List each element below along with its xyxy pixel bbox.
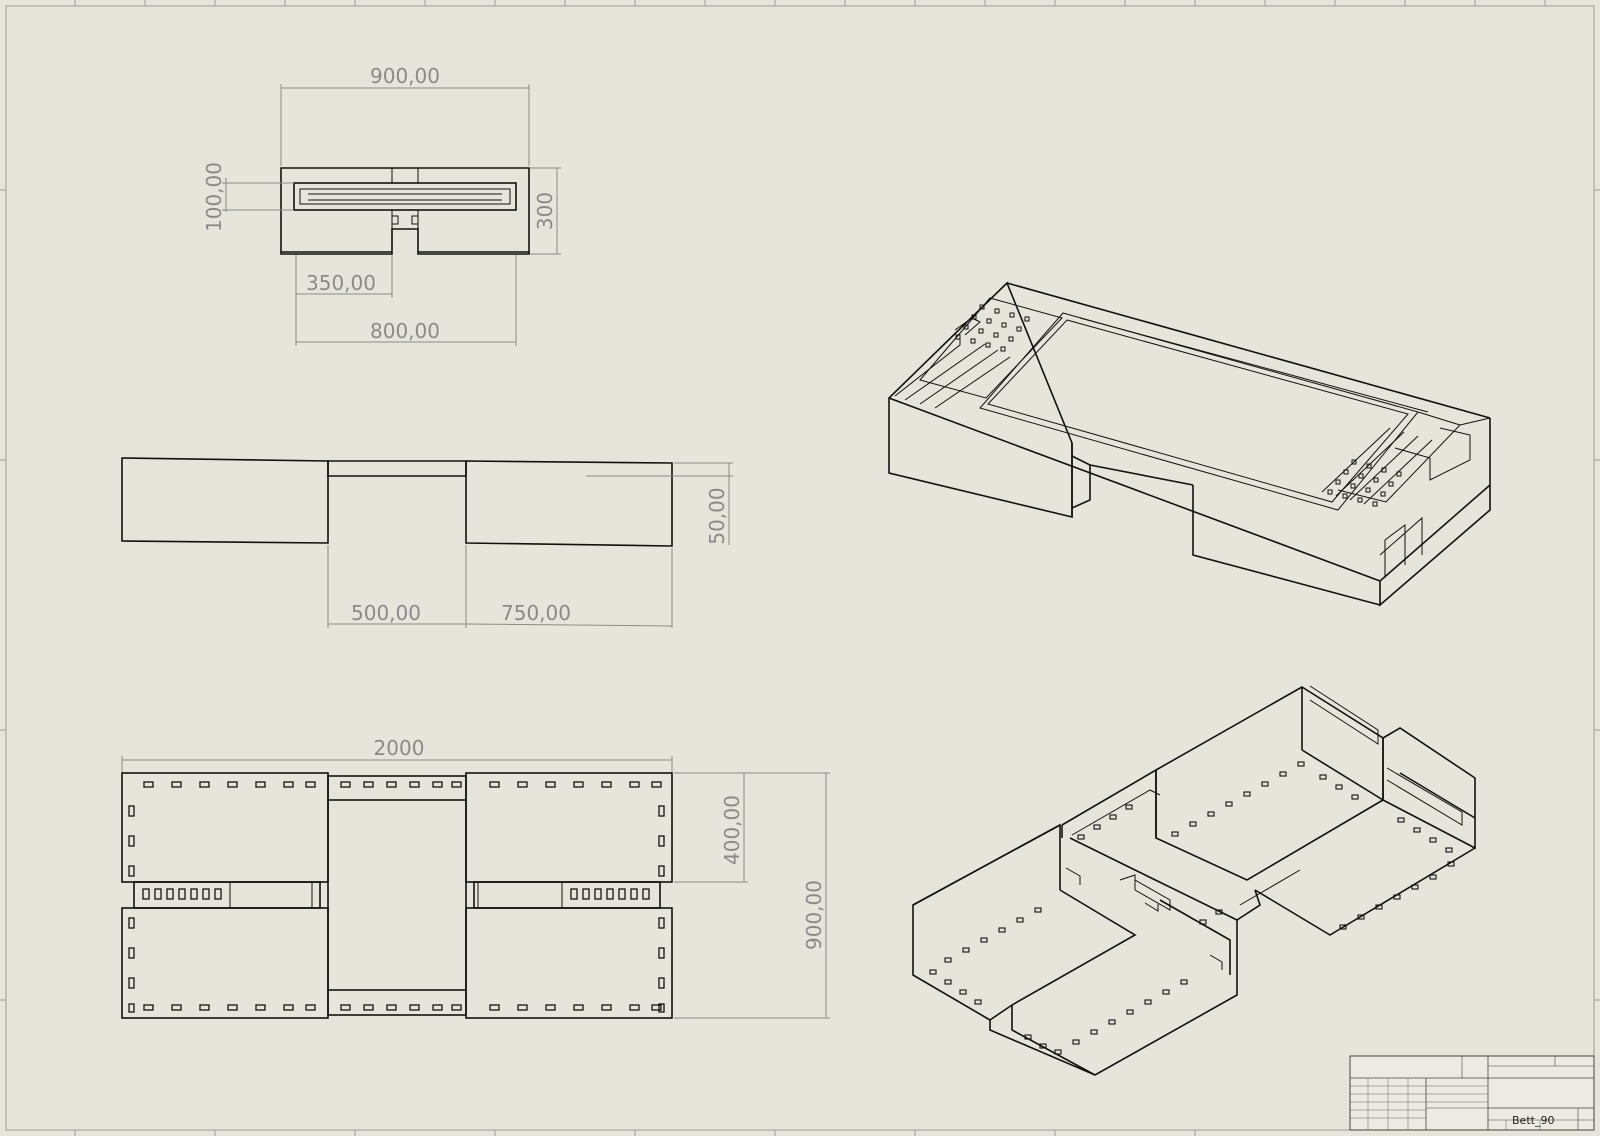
bottom-view bbox=[121, 772, 673, 1019]
title-block-drawing-name: Bett_90 bbox=[1512, 1114, 1554, 1127]
top-view bbox=[280, 167, 530, 255]
dim-front-height: 50,00 bbox=[705, 487, 729, 544]
dim-bottom-total-width: 900,00 bbox=[802, 880, 826, 950]
bottom-view-holes bbox=[128, 781, 665, 1013]
dim-top-inner-width: 800,00 bbox=[370, 319, 440, 343]
dim-top-left-height: 100,00 bbox=[202, 162, 226, 232]
dim-top-inner-left: 350,00 bbox=[306, 271, 376, 295]
dim-bottom-half-width: 400,00 bbox=[720, 795, 744, 865]
front-view bbox=[121, 457, 673, 547]
title-block: Bett_90 bbox=[1349, 1055, 1595, 1131]
top-view-dimensions: 900,00 100,00 300 350,00 800,00 bbox=[202, 64, 561, 346]
dim-front-gap: 500,00 bbox=[351, 601, 421, 625]
isometric-view-bottom bbox=[912, 685, 1476, 1076]
sheet-border bbox=[5, 5, 1595, 1131]
front-view-dimensions: 50,00 500,00 750,00 bbox=[327, 462, 733, 628]
dim-front-right: 750,00 bbox=[501, 601, 571, 625]
dim-bottom-length: 2000 bbox=[374, 736, 425, 760]
isometric-view-top bbox=[888, 281, 1491, 607]
dim-top-right-height: 300 bbox=[533, 192, 557, 230]
bottom-view-dimensions: 2000 400,00 900,00 bbox=[121, 736, 830, 1019]
dim-top-width: 900,00 bbox=[370, 64, 440, 88]
